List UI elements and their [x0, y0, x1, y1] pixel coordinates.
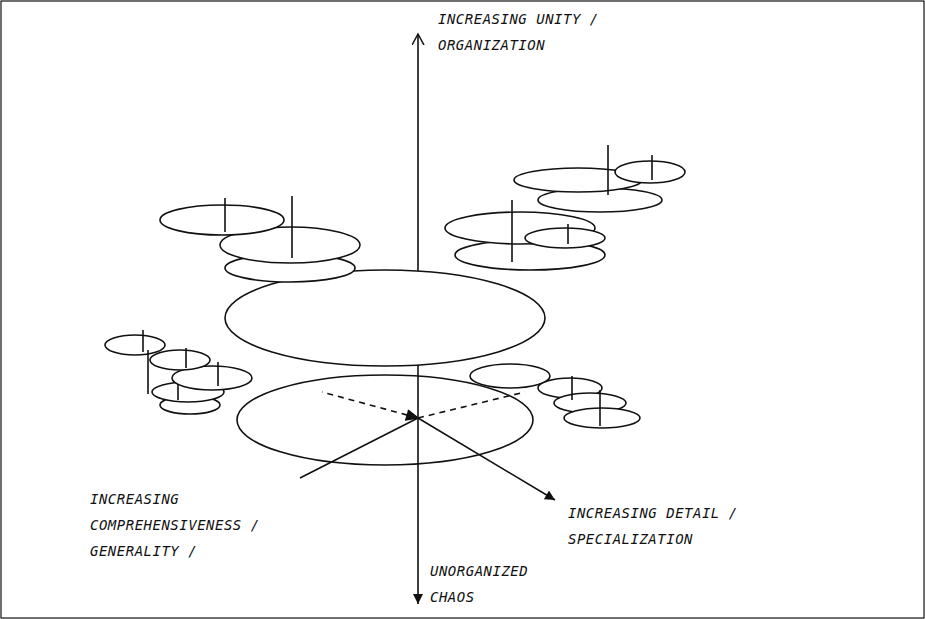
axis-label-up: INCREASING UNITY / ORGANIZATION [438, 6, 688, 58]
axis-label-left: INCREASING COMPREHENSIVENESS / GENERALIT… [90, 486, 295, 564]
axis-label-right: INCREASING DETAIL / SPECIALIZATION [568, 500, 748, 552]
axis-label-down: UNORGANIZED CHAOS [430, 558, 560, 610]
